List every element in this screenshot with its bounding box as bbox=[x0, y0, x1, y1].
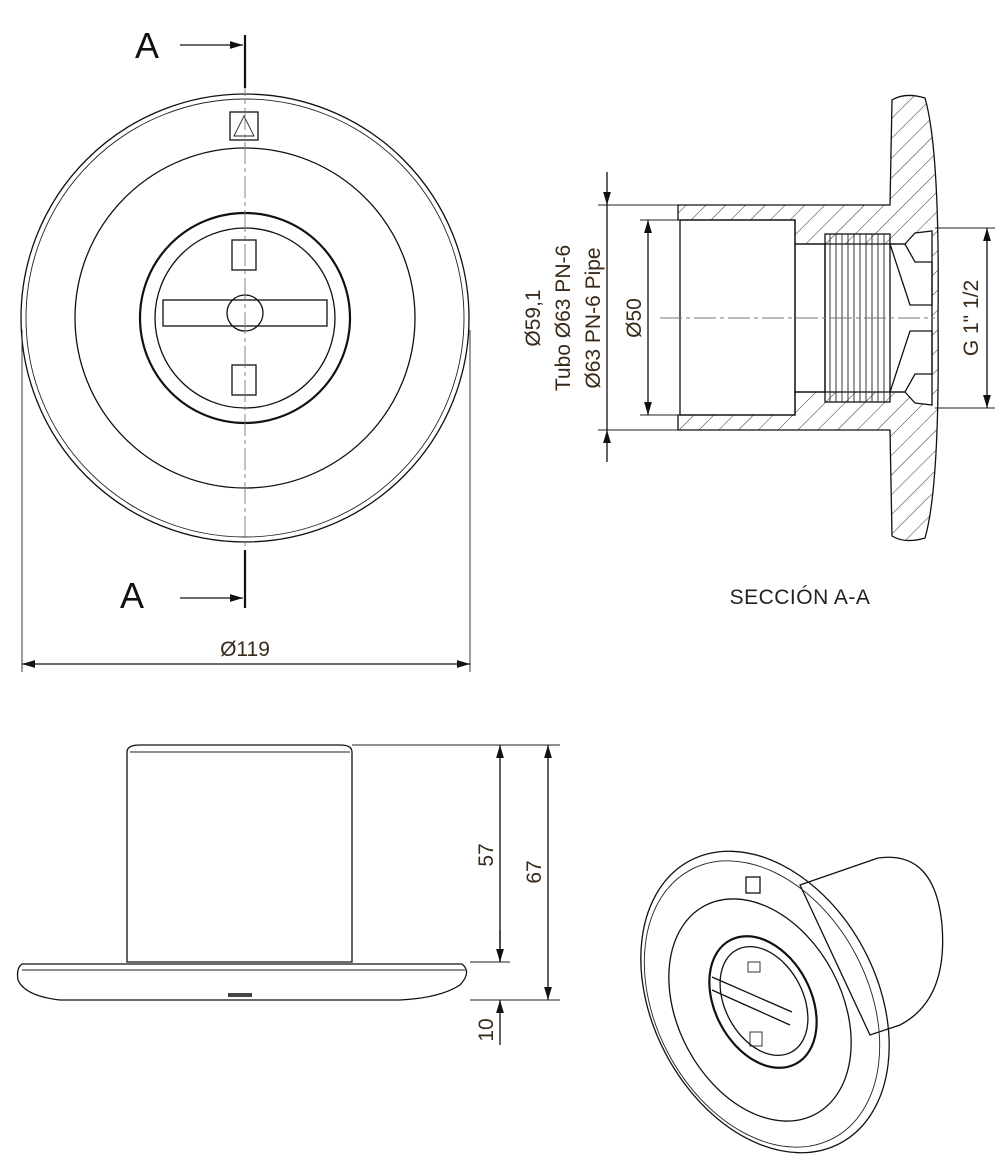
pipe-label-es: Tubo Ø63 PN-6 bbox=[552, 245, 575, 391]
diameter-label: Ø119 bbox=[220, 638, 270, 661]
outer-diameter-label: Ø59,1 bbox=[522, 289, 545, 346]
bore-large bbox=[679, 219, 796, 416]
flange-thickness-label: 10 bbox=[475, 1018, 498, 1041]
tube-body bbox=[126, 744, 353, 963]
section-label-bottom: A bbox=[120, 575, 144, 616]
iso-logo-mark-icon bbox=[745, 876, 761, 894]
iso-slot-line-1 bbox=[711, 976, 793, 1013]
logo-mark-icon bbox=[229, 111, 259, 141]
pipe-label-en: Ø63 PN-6 Pipe bbox=[582, 247, 605, 388]
height-total-label: 67 bbox=[523, 860, 546, 883]
flange-logo-mark bbox=[228, 993, 252, 997]
section-label-top: A bbox=[135, 25, 159, 66]
logo-triangle bbox=[233, 114, 255, 137]
section-view: Ø59,1 Tubo Ø63 PN-6 Ø63 PN-6 Pipe Ø50 G … bbox=[522, 94, 995, 609]
iso-clip-top bbox=[747, 961, 761, 973]
iso-nozzle-ring bbox=[708, 935, 818, 1069]
flange-profile bbox=[16, 963, 468, 1001]
iso-tube bbox=[799, 856, 944, 1036]
thread-label: G 1" 1/2 bbox=[960, 280, 983, 356]
iso-clip-bottom bbox=[749, 1031, 763, 1047]
side-view: 57 67 10 bbox=[16, 744, 560, 1045]
height-body-label: 57 bbox=[475, 843, 498, 866]
front-view: A A Ø119 bbox=[20, 25, 471, 672]
iso-flange-inner bbox=[668, 898, 852, 1122]
isometric-view bbox=[640, 850, 944, 1154]
clip-top bbox=[231, 239, 257, 271]
nozzle-insert-top bbox=[889, 243, 933, 306]
inner-diameter-label: Ø50 bbox=[623, 298, 646, 338]
clip-bottom bbox=[231, 364, 257, 396]
nozzle-insert-bottom bbox=[889, 330, 933, 393]
iso-slot-line-2 bbox=[711, 989, 791, 1026]
iso-flange-edge bbox=[643, 860, 881, 1148]
iso-flange-outer bbox=[640, 850, 890, 1154]
iso-nozzle-inner bbox=[719, 945, 809, 1057]
section-title: SECCIÓN A-A bbox=[730, 586, 871, 609]
